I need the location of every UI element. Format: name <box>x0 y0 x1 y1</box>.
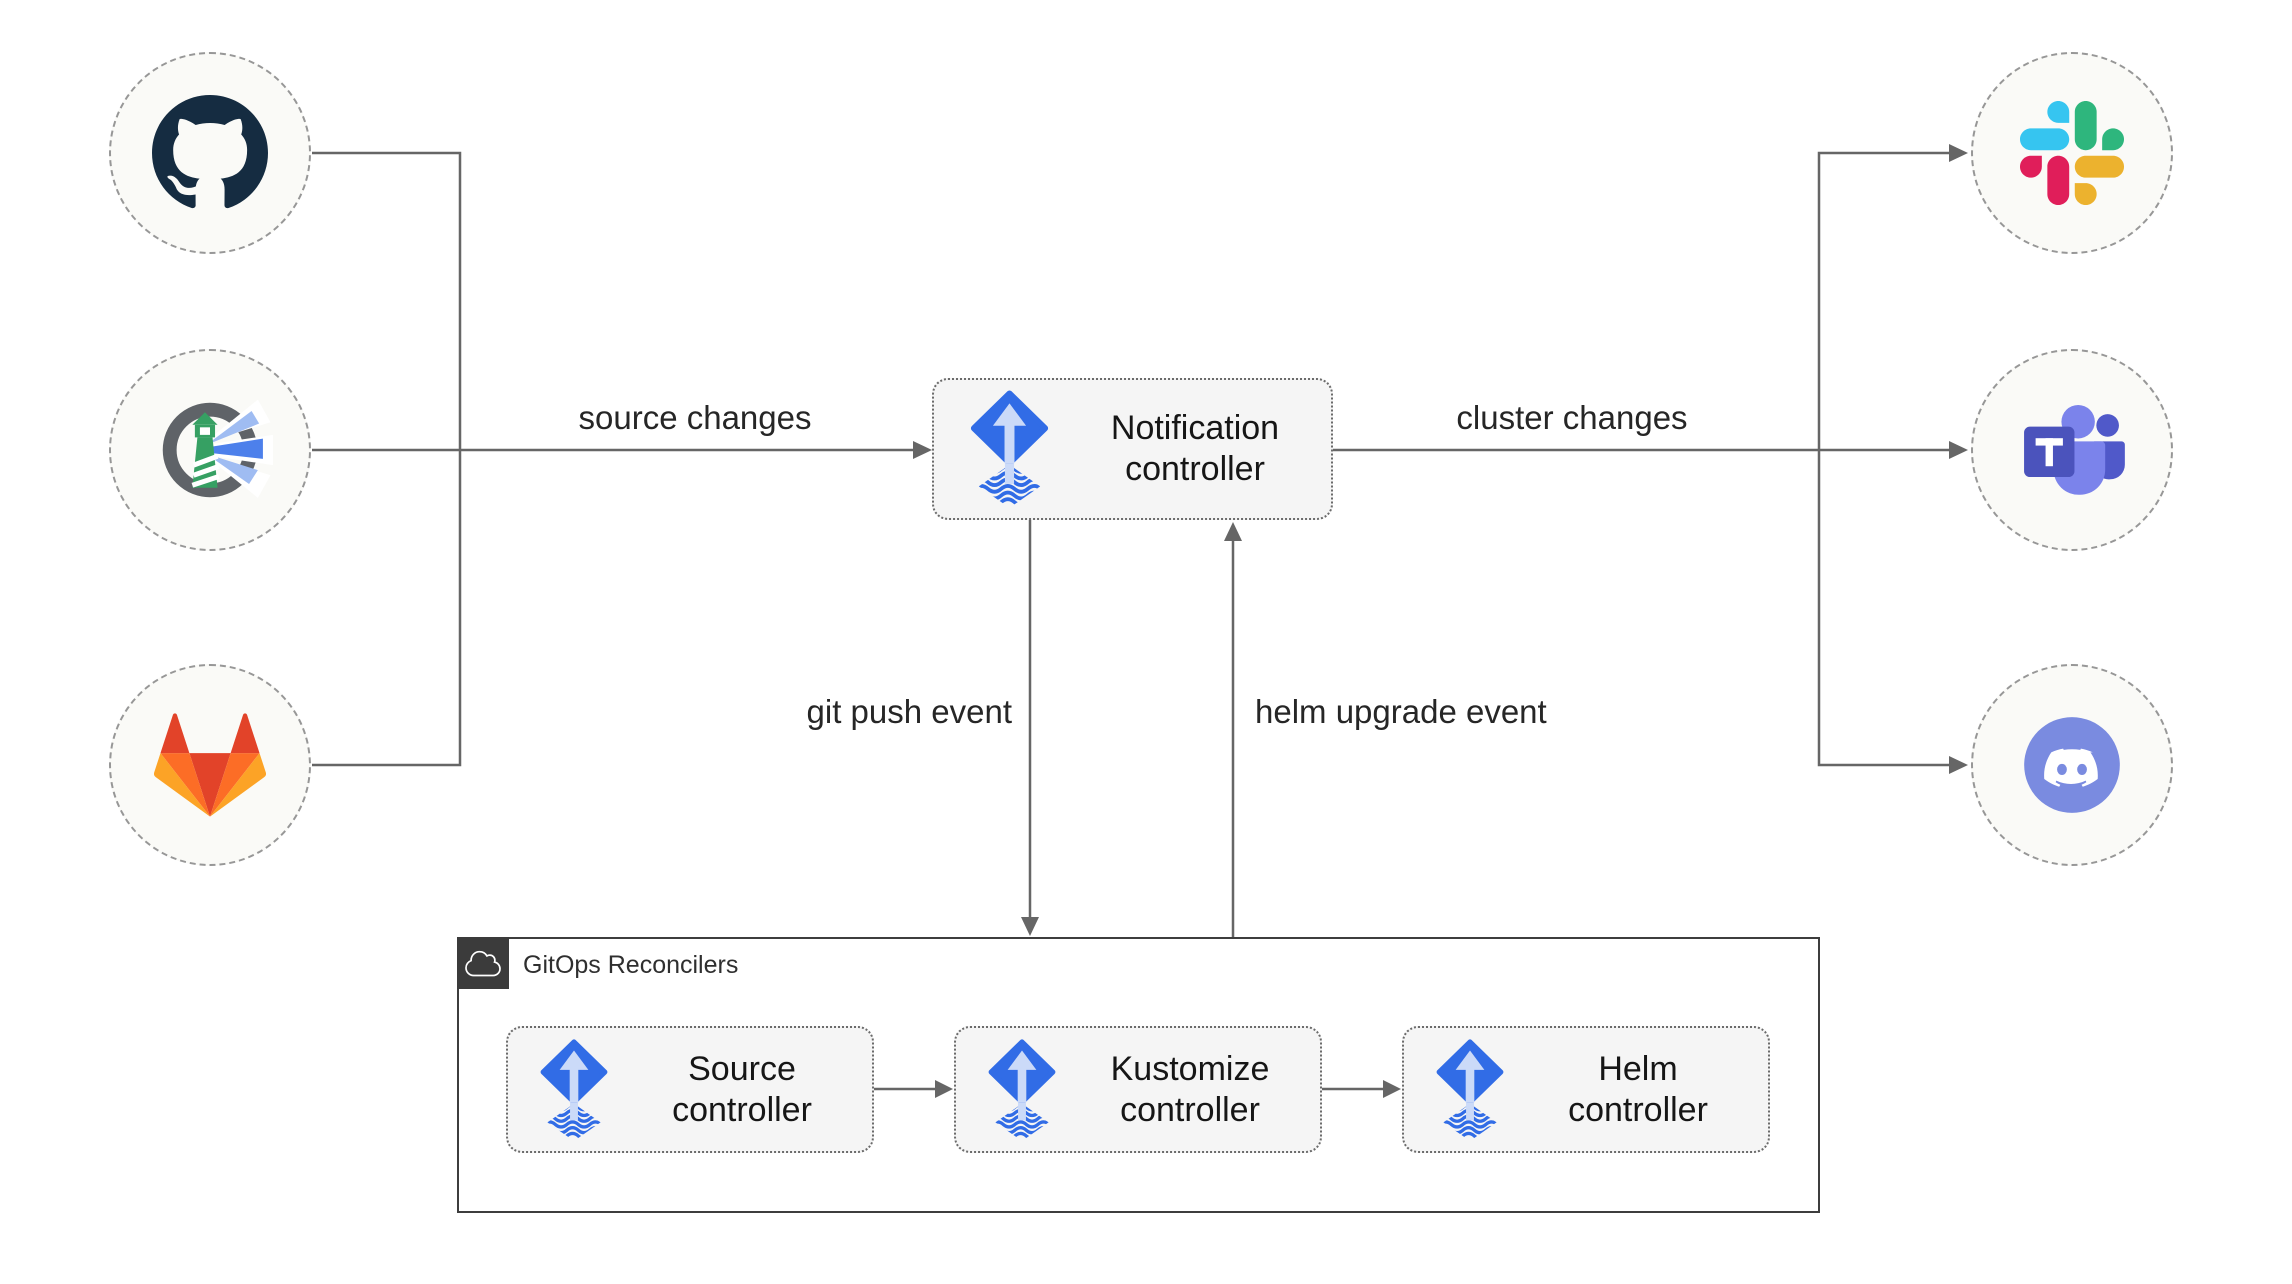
edge-label-git-push-event: git push event <box>806 693 1012 730</box>
helm-controller-node: Helm controller <box>1402 1026 1770 1153</box>
flux-icon <box>968 390 1051 508</box>
edge-label-helm-upgrade-event: helm upgrade event <box>1255 693 1547 730</box>
helm-controller-label: Helm controller <box>1568 1049 1708 1129</box>
flux-icon <box>1434 1039 1506 1141</box>
gitlab-node <box>109 664 311 866</box>
source-controller-node: Source controller <box>506 1026 874 1153</box>
slack-icon <box>2020 101 2124 205</box>
edge-label-source-changes: source changes <box>578 399 812 436</box>
github-icon <box>152 95 268 211</box>
cloud-icon <box>457 937 509 989</box>
notification-controller-node: Notification controller <box>932 378 1333 520</box>
source-controller-label: Source controller <box>672 1049 812 1129</box>
github-node <box>109 52 311 254</box>
flux-icon <box>538 1039 610 1141</box>
notification-controller-label: Notification controller <box>1110 409 1280 488</box>
discord-node <box>1971 664 2173 866</box>
harbor-node <box>109 349 311 551</box>
slack-node <box>1971 52 2173 254</box>
microsoft-teams-icon <box>2013 391 2131 509</box>
harbor-icon <box>147 387 273 513</box>
gitlab-icon <box>154 709 266 821</box>
gitops-reconcilers-title: GitOps Reconcilers <box>523 951 739 979</box>
flux-icon <box>986 1039 1058 1141</box>
microsoft-teams-node <box>1971 349 2173 551</box>
gitops-reconcilers-group: GitOps Reconcilers <box>457 937 1820 1213</box>
kustomize-controller-label: Kustomize controller <box>1110 1049 1270 1129</box>
edge-label-cluster-changes: cluster changes <box>1456 399 1688 436</box>
kustomize-controller-node: Kustomize controller <box>954 1026 1322 1153</box>
discord-icon <box>2016 709 2128 821</box>
